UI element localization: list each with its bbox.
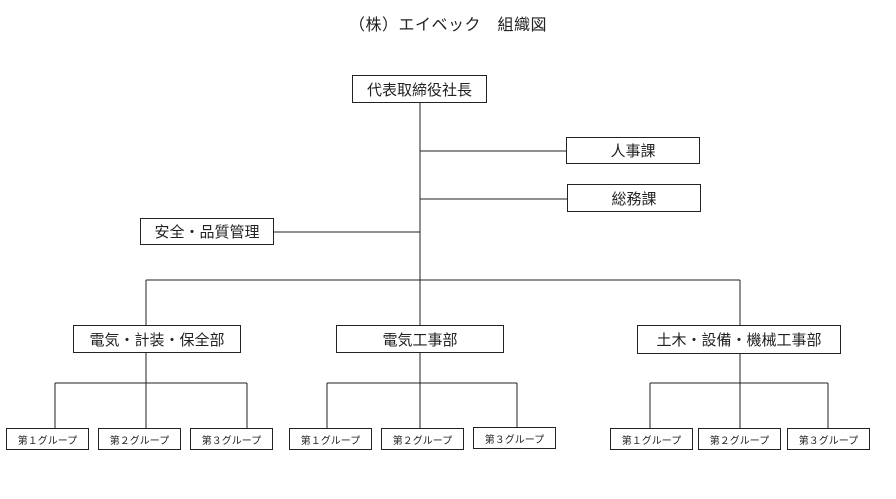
group-box: 第３グループ bbox=[473, 427, 556, 449]
dept-civil-equipment-machinery: 土木・設備・機械工事部 bbox=[637, 325, 841, 354]
group-box: 第２グループ bbox=[381, 428, 464, 450]
group-box: 第２グループ bbox=[98, 428, 181, 450]
group-box: 第１グループ bbox=[6, 428, 89, 450]
safety-quality-box: 安全・品質管理 bbox=[140, 218, 274, 245]
group-box: 第３グループ bbox=[787, 428, 870, 450]
dept-electrical-instrumentation-maintenance: 電気・計装・保全部 bbox=[73, 325, 241, 353]
general-affairs-box: 総務課 bbox=[567, 184, 701, 212]
group-box: 第３グループ bbox=[190, 428, 273, 450]
group-box: 第１グループ bbox=[289, 428, 372, 450]
group-box: 第２グループ bbox=[698, 428, 781, 450]
hr-box: 人事課 bbox=[566, 137, 700, 164]
ceo-box: 代表取締役社長 bbox=[352, 75, 487, 103]
group-box: 第１グループ bbox=[610, 428, 693, 450]
dept-electrical-construction: 電気工事部 bbox=[336, 325, 504, 353]
chart-title: （株）エイベック 組織図 bbox=[348, 15, 547, 34]
